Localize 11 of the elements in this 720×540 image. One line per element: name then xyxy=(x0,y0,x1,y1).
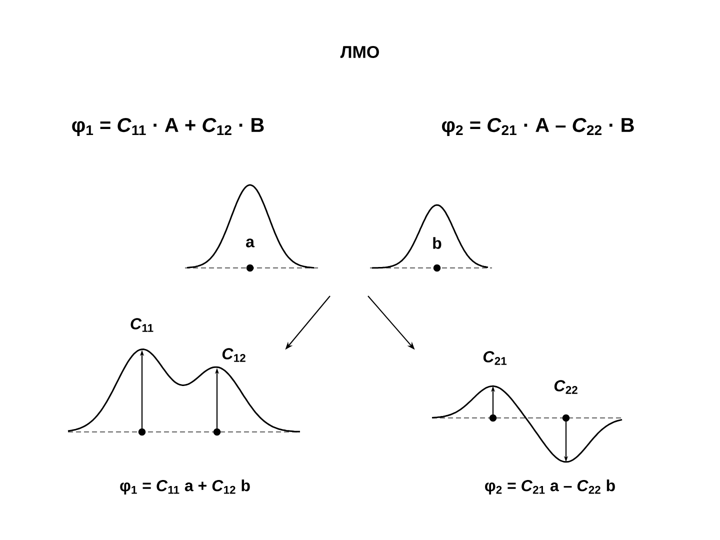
coefficient-label: C$_{22}$ xyxy=(554,380,578,394)
coefficient-label: a xyxy=(246,238,255,248)
coefficient-label: C$_{11}$ xyxy=(130,318,154,332)
equation: φ$_{1}$ = C$_{11}$ · A + C$_{12}$ · B xyxy=(72,118,264,136)
coefficient-label: C$_{21}$ xyxy=(483,351,507,365)
coefficient-label: C$_{12}$ xyxy=(222,348,246,362)
equation: φ$_{1}$ = C$_{11}$ a + C$_{12}$ b xyxy=(120,480,250,494)
coefficient-label: b xyxy=(433,237,442,249)
equation: φ$_{2}$ = C$_{21}$ · A – C$_{22}$ · B xyxy=(442,118,634,136)
title: ЛМО xyxy=(340,46,379,58)
equation: φ$_{2}$ = C$_{21}$ a – C$_{22}$ b xyxy=(485,480,615,494)
